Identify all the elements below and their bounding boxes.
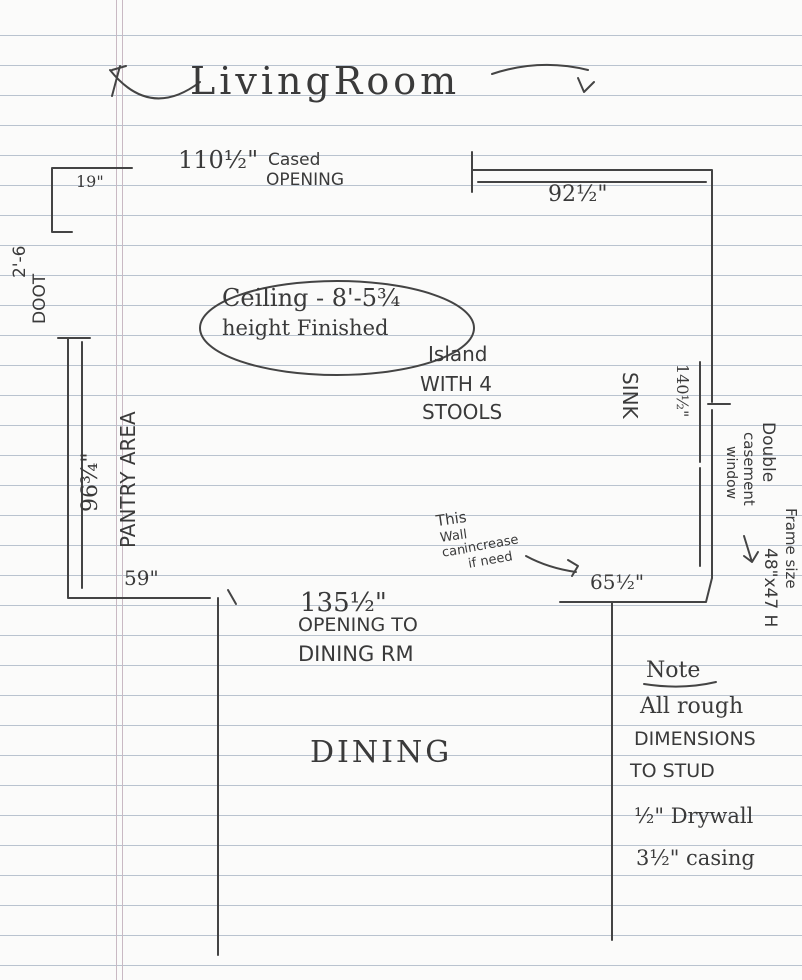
window-note-line-2: casement <box>740 432 758 506</box>
wall-top-left <box>51 167 133 233</box>
wall-bottom-right <box>559 577 713 941</box>
sink-label: SINK <box>618 372 642 419</box>
title-arrow-right <box>491 63 595 93</box>
title-arrow-left <box>109 65 201 100</box>
wall-left <box>67 337 211 599</box>
cased-opening-dimension: 110½" <box>178 146 259 174</box>
ceiling-oval <box>199 280 475 376</box>
ceiling-height-line-1: Ceiling - 8'-5¾ <box>222 284 401 312</box>
top-right-dimension: 92½" <box>548 182 608 207</box>
cased-opening-label-2: OPENING <box>266 170 344 190</box>
cased-opening-label: Cased <box>268 150 321 170</box>
corner-dimension: 19" <box>76 172 104 191</box>
ceiling-height-line-2: height Finished <box>222 316 389 340</box>
pantry-label: PANTRY AREA <box>116 411 140 548</box>
margin-line-left <box>116 0 117 980</box>
note-underline <box>643 681 717 688</box>
door-label: DOOT <box>30 273 50 324</box>
note-line-4: ½" Drywall <box>634 804 754 828</box>
wall-note-arrow <box>525 555 579 577</box>
wall-note-line-1: This <box>434 507 468 531</box>
wall-top-right <box>471 151 713 403</box>
island-line-2: WITH 4 <box>420 372 493 396</box>
margin-line-right <box>122 0 123 980</box>
left-wall-dimension: 96¾" <box>78 452 103 512</box>
note-line-3: TO STUD <box>630 760 715 782</box>
opening-label-1: OPENING TO <box>298 614 418 636</box>
frame-size-line-1: Frame size <box>782 508 800 589</box>
opening-dimension: 135½" <box>300 588 387 618</box>
opening-label-2: DINING RM <box>298 642 414 666</box>
sink-dimension: 140½" <box>673 364 692 418</box>
island-line-3: STOOLS <box>422 400 503 424</box>
wall-mark <box>227 589 237 605</box>
dining-label: DINING <box>310 735 453 770</box>
door-dimension: 2'-6 <box>10 245 30 278</box>
window-note-line-1: Double <box>758 422 778 483</box>
note-title: Note <box>646 658 701 683</box>
window-note-line-3: window <box>723 446 739 500</box>
island-line-1: Island <box>428 342 488 366</box>
note-line-1: All rough <box>640 694 744 719</box>
bottom-left-dimension: 59" <box>124 566 159 590</box>
window-arrow <box>743 535 759 563</box>
note-line-5: 3½" casing <box>636 846 755 870</box>
room-title: LivingRoom <box>190 59 461 103</box>
bottom-right-dimension: 65½" <box>590 570 645 594</box>
note-line-2: DIMENSIONS <box>634 728 756 750</box>
frame-size-line-2: 48"x47 H <box>760 548 780 628</box>
wall-note-line-3: can <box>441 542 467 561</box>
